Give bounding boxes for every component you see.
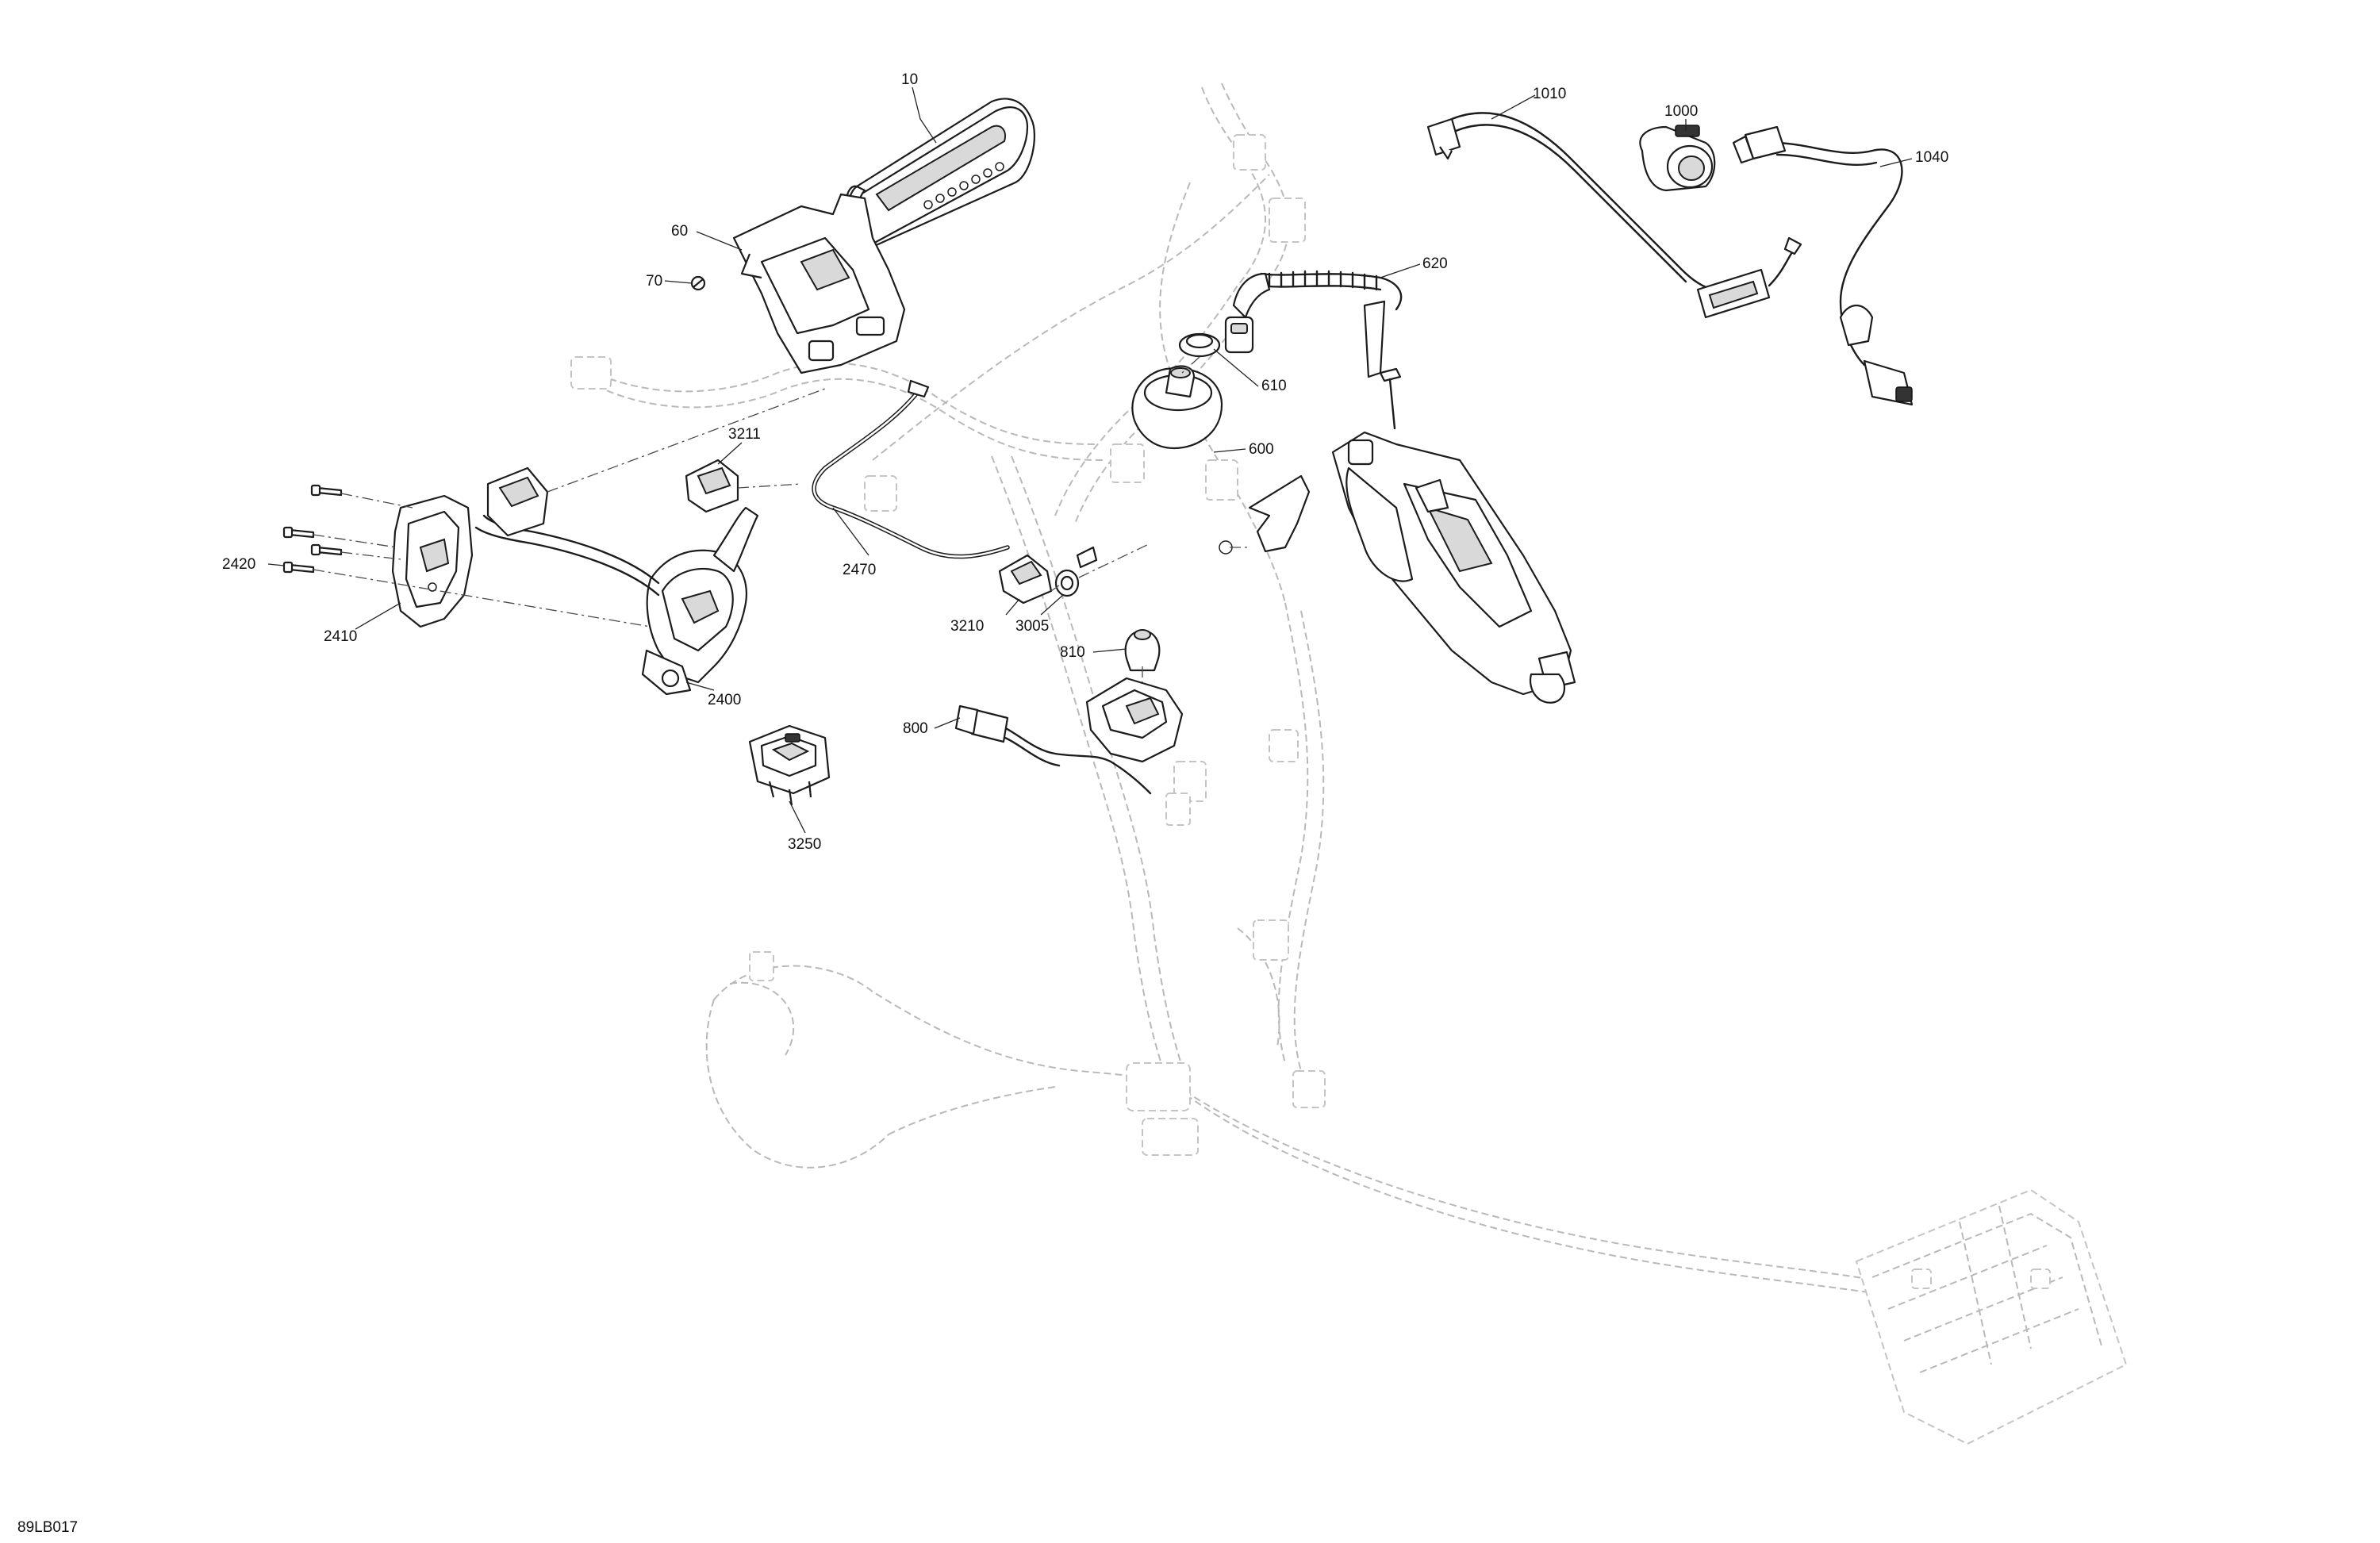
- callout-1040: 1040: [1915, 149, 1948, 166]
- part-70-fastener: [690, 275, 706, 291]
- callout-2470: 2470: [843, 562, 876, 578]
- leader-lines: [267, 86, 1913, 834]
- cluster-indicator-dots: [923, 162, 1004, 209]
- part-3250-rocker-switch: [748, 724, 831, 806]
- callout-3210: 3210: [950, 618, 984, 635]
- part-810-knob: [1124, 629, 1161, 672]
- callout-600: 600: [1249, 441, 1274, 458]
- part-1040-harness: [1732, 125, 1914, 406]
- callout-2410: 2410: [324, 628, 357, 645]
- part-1010-harness: [1426, 112, 1802, 319]
- part-610-nut: [1178, 332, 1221, 358]
- part-2410-housing: [391, 494, 474, 628]
- part-3211-connector: [685, 459, 739, 513]
- drawing-code: 89LB017: [17, 1519, 78, 1536]
- callout-3211: 3211: [728, 426, 761, 443]
- callout-800: 800: [903, 720, 928, 737]
- part-800-switch: [954, 677, 1184, 795]
- part-1000-power-outlet: [1639, 125, 1716, 192]
- part-600-key-post: [1131, 365, 1223, 450]
- assembly-lines: [313, 356, 1250, 682]
- part-60-cluster-support: [732, 193, 906, 374]
- part-620-coiled-lanyard: [1224, 270, 1403, 378]
- ecm-module: [1219, 367, 1576, 704]
- callout-610: 610: [1261, 378, 1287, 394]
- callout-3005: 3005: [1015, 618, 1049, 635]
- part-10-instrument-cluster: [844, 98, 1035, 255]
- part-2470-cable: [812, 379, 1010, 559]
- part-2400-handlebar-switch: [474, 466, 759, 696]
- part-3005-grommet: [1054, 546, 1098, 597]
- callout-2420: 2420: [222, 556, 255, 573]
- callout-labels: 10 60 70 620 610 600 1010 1000 1040 3211…: [222, 71, 1948, 853]
- part-3210-connector: [998, 554, 1053, 605]
- part-2420-screws: [282, 484, 343, 574]
- callout-3250: 3250: [788, 836, 821, 853]
- callout-620: 620: [1422, 255, 1448, 272]
- callout-60: 60: [671, 223, 688, 240]
- callout-70: 70: [646, 273, 662, 290]
- callout-1010: 1010: [1533, 86, 1566, 102]
- callout-2400: 2400: [708, 692, 741, 708]
- callout-10: 10: [901, 71, 918, 88]
- callout-1000: 1000: [1664, 103, 1698, 120]
- callout-810: 810: [1060, 644, 1085, 661]
